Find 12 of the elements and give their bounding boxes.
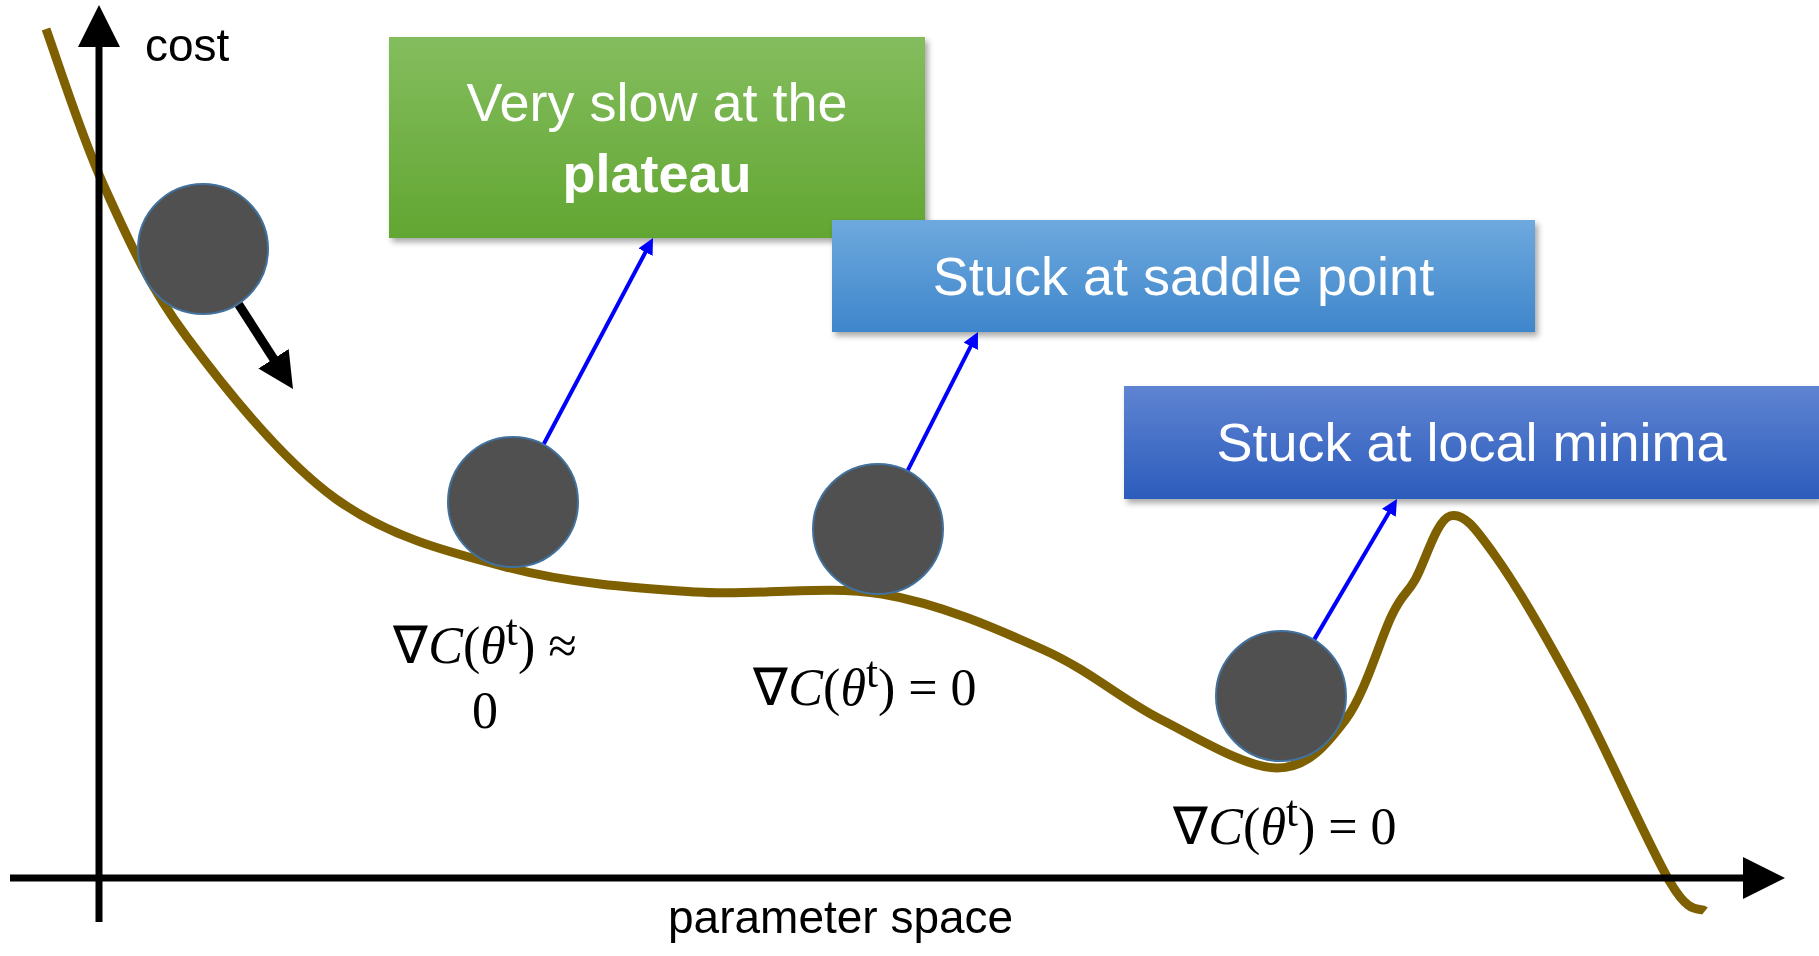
callout-box: Stuck at local minima xyxy=(1124,386,1819,499)
callout-box: Stuck at saddle point xyxy=(832,220,1535,332)
gradient-formula: ∇C(θ$^{t}$) ≈ 0 xyxy=(392,605,578,742)
arrow xyxy=(906,332,978,472)
arrow xyxy=(1312,499,1397,641)
axis-label: cost xyxy=(145,18,230,72)
gradient-formula: ∇C(θ$^{t}$) = 0 xyxy=(1172,786,1398,858)
callout-box: Very slow at the plateau xyxy=(389,37,925,238)
gradient-formula: ∇C(θ$^{t}$) = 0 xyxy=(752,647,978,719)
arrow xyxy=(234,302,293,389)
arrow xyxy=(542,238,653,445)
axis-label: parameter space xyxy=(668,890,1014,944)
